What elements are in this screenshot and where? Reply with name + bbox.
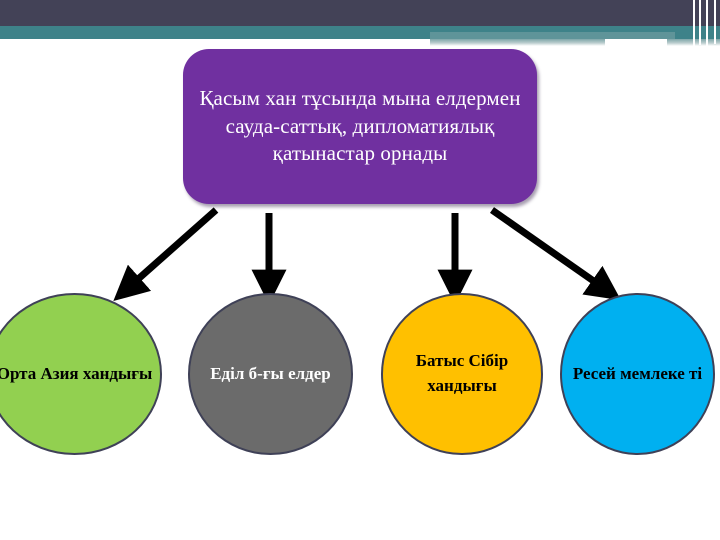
arrow-to-resei-icon [489, 207, 622, 301]
node-batys-sibir: Батыс Сібір хандығы [381, 293, 543, 455]
header-divider-line-2 [699, 0, 701, 45]
header-divider-line-1 [693, 0, 695, 47]
header-white-notch-right [605, 39, 667, 47]
node-resei: Ресей мемлеке ті [560, 293, 715, 455]
header-white-notch-left [0, 39, 430, 47]
node-resei-label: Ресей мемлеке ті [572, 363, 703, 383]
node-edil-boyi-label: Еділ б-ғы елдер [210, 363, 331, 383]
main-statement-box: Қасым хан тұсында мына елдермен сауда-са… [183, 49, 537, 204]
node-edil-boyi: Еділ б-ғы елдер [188, 293, 353, 455]
node-orta-azia: Орта Азия хандығы [0, 293, 162, 455]
node-batys-sibir-label: Батыс Сібір хандығы [415, 351, 509, 395]
main-statement-text: Қасым хан тұсында мына елдермен сауда-са… [199, 85, 521, 166]
header-divider-line-4 [714, 0, 716, 44]
header-dark-band [0, 0, 720, 26]
arrow-to-orta-azia-icon [113, 207, 219, 302]
header-divider-line-3 [706, 0, 708, 46]
node-orta-azia-label: Орта Азия хандығы [0, 363, 153, 383]
